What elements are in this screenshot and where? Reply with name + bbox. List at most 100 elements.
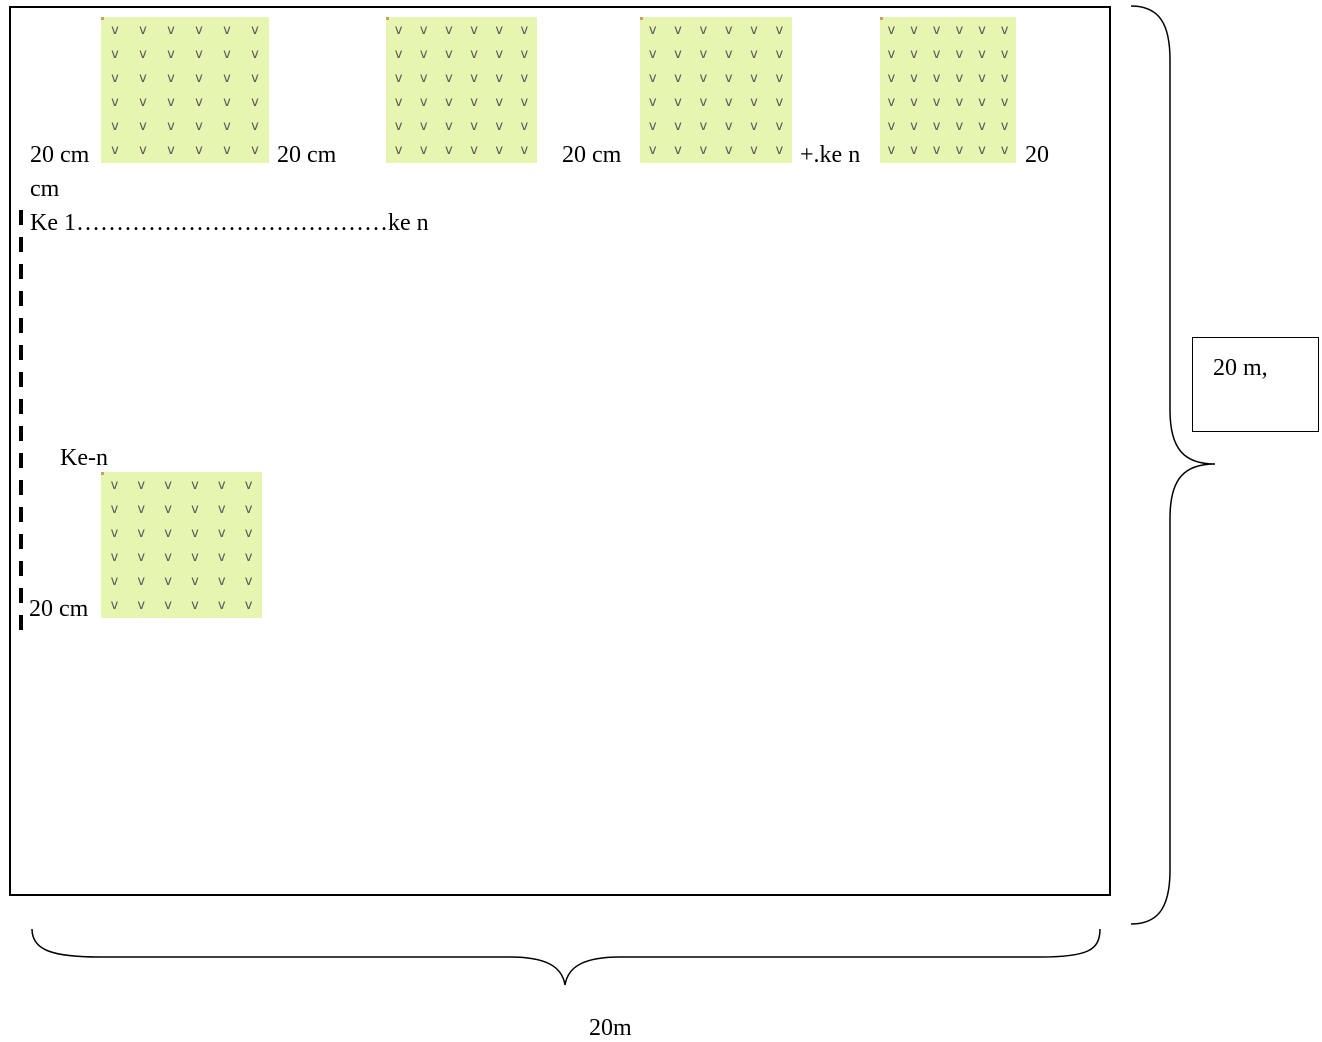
seedling-mark: v bbox=[1000, 95, 1009, 111]
seedling-mark: v bbox=[217, 598, 226, 614]
seedling-mark: v bbox=[674, 22, 682, 38]
plot-corner-mark bbox=[880, 17, 883, 20]
seedling-mark: v bbox=[910, 143, 918, 159]
seedling-mark: v bbox=[195, 119, 203, 135]
seedling-mark: v bbox=[724, 22, 733, 38]
seedling-mark: v bbox=[674, 143, 682, 159]
seedling-mark: v bbox=[1000, 70, 1009, 86]
seedling-mark: v bbox=[445, 95, 453, 111]
seedling-mark: v bbox=[470, 119, 478, 135]
width-dimension-label: 20m bbox=[589, 1015, 632, 1041]
seedling-mark: v bbox=[111, 22, 119, 38]
seedling-mark: v bbox=[110, 574, 119, 590]
seedling-mark: v bbox=[495, 70, 504, 86]
seedling-mark: v bbox=[495, 46, 504, 62]
spacing-label-left-1: 20 cm bbox=[30, 142, 90, 168]
seedling-mark: v bbox=[110, 501, 119, 517]
seedling-mark: v bbox=[470, 46, 478, 62]
seedling-mark: v bbox=[648, 119, 657, 135]
seedling-mark: v bbox=[223, 119, 231, 135]
seedling-mark: v bbox=[674, 46, 682, 62]
seedling-mark: v bbox=[244, 598, 253, 614]
seedling-mark: v bbox=[251, 46, 259, 62]
seedling-mark: v bbox=[217, 550, 226, 566]
seedling-mark: v bbox=[244, 525, 253, 541]
seedling-mark: v bbox=[191, 477, 199, 493]
seedling-mark: v bbox=[887, 22, 896, 38]
seedling-mark: v bbox=[244, 574, 253, 590]
spacing-label-column: 20 cm bbox=[29, 596, 89, 622]
right-brace bbox=[1130, 5, 1216, 925]
seedling-mark: v bbox=[111, 70, 119, 86]
seedling-mark: v bbox=[955, 22, 964, 38]
seedling-mark: v bbox=[1000, 46, 1009, 62]
seedling-mark: v bbox=[223, 22, 231, 38]
seedling-mark: v bbox=[111, 119, 119, 135]
seedling-mark: v bbox=[251, 119, 259, 135]
seedling-mark: v bbox=[674, 95, 682, 111]
seedling-mark: v bbox=[164, 501, 172, 517]
seedling-mark: v bbox=[167, 143, 175, 159]
seedling-mark: v bbox=[978, 70, 986, 86]
seedling-mark: v bbox=[887, 95, 896, 111]
seedling-mark: v bbox=[674, 70, 682, 86]
seedling-mark: v bbox=[137, 525, 146, 541]
seedling-mark: v bbox=[110, 598, 119, 614]
seedling-mark: v bbox=[750, 119, 758, 135]
seedling-mark: v bbox=[470, 143, 478, 159]
seedling-mark: v bbox=[139, 119, 147, 135]
seedling-mark: v bbox=[195, 143, 203, 159]
seedling-mark: v bbox=[699, 46, 708, 62]
seedling-mark: v bbox=[137, 477, 146, 493]
seedling-mark: v bbox=[445, 70, 453, 86]
seedling-mark: v bbox=[251, 95, 259, 111]
seedling-mark: v bbox=[419, 95, 428, 111]
spacing-label-end-unit: cm bbox=[30, 176, 60, 202]
seedling-mark: v bbox=[495, 95, 504, 111]
seedling-mark: v bbox=[167, 70, 175, 86]
seedling-mark: v bbox=[244, 550, 253, 566]
seedling-mark: v bbox=[139, 22, 147, 38]
seedling-mark: v bbox=[887, 70, 896, 86]
seedling-mark: v bbox=[520, 22, 529, 38]
seedling-mark: v bbox=[955, 143, 964, 159]
seedling-mark: v bbox=[470, 22, 478, 38]
seedling-mark: v bbox=[955, 119, 964, 135]
seedling-mark: v bbox=[111, 46, 119, 62]
height-dimension-label: 20 m, bbox=[1213, 355, 1268, 381]
height-dimension-box: 20 m, bbox=[1192, 337, 1319, 432]
seedling-mark: v bbox=[910, 22, 918, 38]
seedling-mark: v bbox=[699, 70, 708, 86]
seedling-mark: v bbox=[699, 95, 708, 111]
seedling-mark: v bbox=[910, 70, 918, 86]
seedling-mark: v bbox=[394, 22, 403, 38]
seedling-mark: v bbox=[195, 95, 203, 111]
seedling-mark: v bbox=[495, 143, 504, 159]
seedling-mark: v bbox=[223, 70, 231, 86]
plus-ke-n-label: +.ke n bbox=[800, 142, 861, 168]
seedling-mark: v bbox=[394, 70, 403, 86]
seedling-mark: v bbox=[217, 574, 226, 590]
seedling-mark: v bbox=[419, 143, 428, 159]
seedling-mark: v bbox=[167, 22, 175, 38]
seedling-mark: v bbox=[978, 22, 986, 38]
seedling-mark: v bbox=[217, 525, 226, 541]
seedling-mark: v bbox=[520, 70, 529, 86]
seedling-mark: v bbox=[910, 46, 918, 62]
seedling-mark: v bbox=[699, 22, 708, 38]
seedling-mark: v bbox=[445, 22, 453, 38]
seedling-mark: v bbox=[137, 598, 146, 614]
seedling-mark: v bbox=[217, 501, 226, 517]
seedling-mark: v bbox=[191, 550, 199, 566]
spacing-label-right-1: 20 cm bbox=[277, 142, 337, 168]
seedling-mark: v bbox=[167, 46, 175, 62]
seedling-mark: v bbox=[674, 119, 682, 135]
seedling-mark: v bbox=[750, 95, 758, 111]
seedling-mark: v bbox=[164, 525, 172, 541]
seedling-mark: v bbox=[648, 95, 657, 111]
